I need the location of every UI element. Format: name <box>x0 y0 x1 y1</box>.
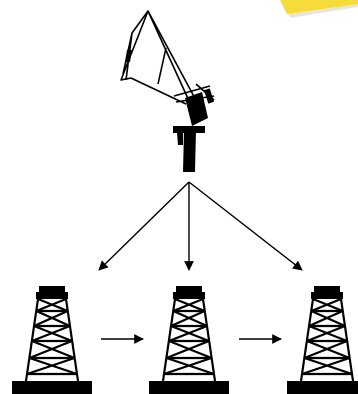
oil-derrick-icon <box>10 284 94 394</box>
oil-derrick-icon <box>285 284 358 394</box>
oil-derrick-icon <box>147 284 231 394</box>
arrow-crane-rig-3 <box>188 181 303 271</box>
sticky-note-icon <box>280 0 358 18</box>
arrow-crane-rig-1 <box>98 181 190 271</box>
harbor-crane-icon <box>120 10 215 172</box>
crane-to-rigs-arrows <box>98 181 303 271</box>
